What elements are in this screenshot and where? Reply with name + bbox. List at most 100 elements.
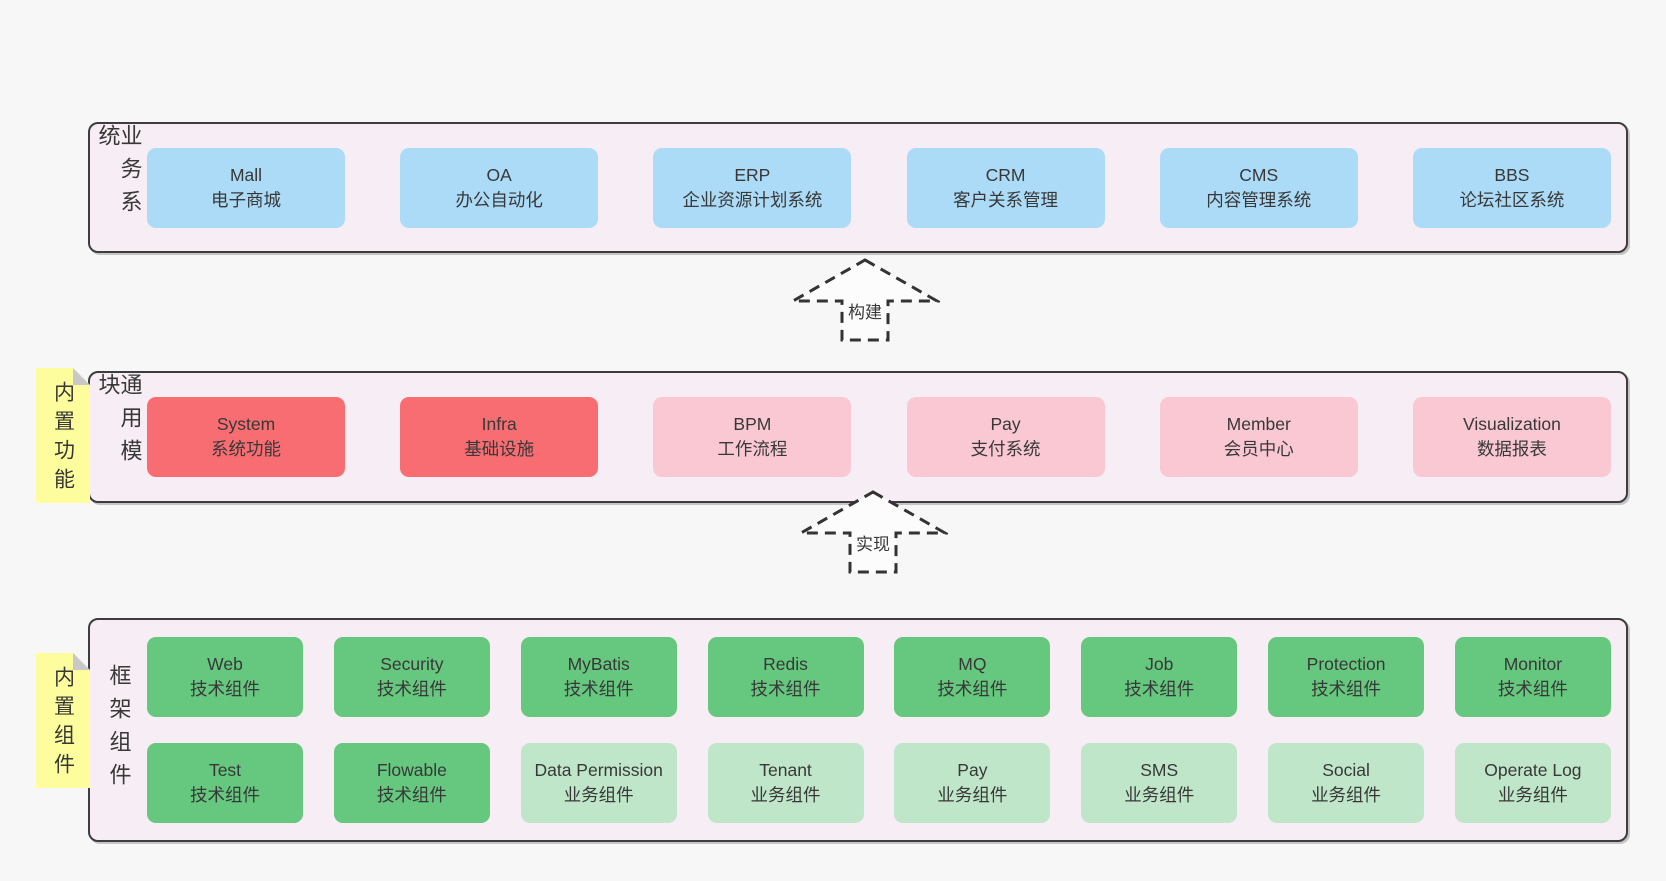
sticky-note-builtin-features: 内置功能 bbox=[36, 368, 90, 503]
component-box-protection: Protection 技术组件 bbox=[1268, 637, 1425, 717]
box-title: BPM bbox=[733, 414, 772, 434]
box-title: CMS bbox=[1239, 164, 1279, 185]
component-box-redis: Redis 技术组件 bbox=[707, 637, 864, 717]
box-subtitle: 技术组件 bbox=[937, 679, 1008, 699]
box-title: Infra bbox=[481, 414, 517, 434]
box-subtitle: 工作流程 bbox=[717, 439, 788, 459]
box-title: Monitor bbox=[1503, 654, 1563, 674]
folded-corner-icon bbox=[73, 368, 90, 385]
box-title: CRM bbox=[985, 164, 1026, 185]
box-subtitle: 技术组件 bbox=[376, 679, 447, 699]
panel-side-label-wrap: 业务系统 bbox=[90, 124, 147, 251]
box-subtitle: 论坛社区系统 bbox=[1459, 189, 1565, 210]
box-title: Pay bbox=[990, 414, 1021, 434]
panel-common-modules: 通用模块 System 系统功能 Infra 基础设施 BPM 工作流程 Pay 支付系统 Me… bbox=[88, 371, 1628, 503]
box-subtitle: 技术组件 bbox=[750, 679, 821, 699]
box-subtitle: 技术组件 bbox=[376, 785, 447, 805]
component-box-bpm: BPM 工作流程 bbox=[653, 397, 852, 477]
component-box-erp: ERP 企业资源计划系统 bbox=[653, 147, 852, 228]
component-box-monitor: Monitor 技术组件 bbox=[1454, 637, 1611, 717]
box-subtitle: 业务组件 bbox=[750, 785, 821, 805]
box-title: Security bbox=[380, 654, 444, 674]
box-title: Protection bbox=[1306, 654, 1386, 674]
panel-side-label: 通用模块 bbox=[95, 373, 143, 472]
box-subtitle: 技术组件 bbox=[563, 679, 634, 699]
component-box-system: System 系统功能 bbox=[147, 397, 345, 477]
arrow-label: 构建 bbox=[845, 298, 885, 323]
panel-side-label-wrap: 框架组件 bbox=[90, 620, 147, 840]
box-subtitle: 业务组件 bbox=[1497, 785, 1568, 805]
box-title: ERP bbox=[734, 164, 771, 185]
component-box-mq: MQ 技术组件 bbox=[894, 637, 1051, 717]
box-subtitle: 业务组件 bbox=[563, 785, 634, 805]
component-box-sms: SMS 业务组件 bbox=[1081, 743, 1238, 823]
box-title: System bbox=[216, 414, 276, 434]
box-title: Visualization bbox=[1462, 414, 1561, 434]
box-subtitle: 技术组件 bbox=[1124, 679, 1195, 699]
component-box-social: Social 业务组件 bbox=[1268, 743, 1425, 823]
box-title: Data Permission bbox=[534, 760, 663, 780]
box-subtitle: 业务组件 bbox=[1124, 785, 1195, 805]
box-title: Test bbox=[208, 760, 242, 780]
box-subtitle: 技术组件 bbox=[190, 785, 260, 805]
box-title: MyBatis bbox=[567, 654, 630, 674]
component-box-crm: CRM 客户关系管理 bbox=[906, 147, 1105, 228]
box-title: Tenant bbox=[759, 760, 812, 780]
component-box-test: Test 技术组件 bbox=[147, 743, 303, 823]
box-subtitle: 客户关系管理 bbox=[953, 189, 1059, 210]
component-box-oa: OA 办公自动化 bbox=[400, 147, 599, 228]
sticky-note-builtin-components: 内置组件 bbox=[36, 653, 90, 788]
box-title: BBS bbox=[1494, 164, 1530, 185]
box-subtitle: 内容管理系统 bbox=[1206, 189, 1312, 210]
box-subtitle: 办公自动化 bbox=[455, 189, 543, 210]
box-title: Web bbox=[207, 654, 243, 674]
component-box-pay: Pay 业务组件 bbox=[894, 743, 1051, 823]
box-title: Member bbox=[1226, 414, 1291, 434]
component-box-operate-log: Operate Log 业务组件 bbox=[1454, 743, 1611, 823]
box-title: Flowable bbox=[376, 760, 447, 780]
arrow-label: 实现 bbox=[853, 530, 893, 555]
box-subtitle: 企业资源计划系统 bbox=[682, 189, 823, 210]
component-box-flowable: Flowable 技术组件 bbox=[333, 743, 490, 823]
box-subtitle: 业务组件 bbox=[937, 785, 1008, 805]
box-subtitle: 技术组件 bbox=[190, 679, 260, 699]
box-subtitle: 业务组件 bbox=[1311, 785, 1382, 805]
component-box-data-permission: Data Permission 业务组件 bbox=[520, 743, 677, 823]
sticky-label: 内置组件 bbox=[51, 665, 75, 782]
box-subtitle: 电子商城 bbox=[211, 189, 281, 210]
panel-side-label: 框架组件 bbox=[106, 664, 132, 796]
component-box-cms: CMS 内容管理系统 bbox=[1159, 147, 1358, 228]
box-title: Operate Log bbox=[1484, 760, 1582, 780]
box-title: Redis bbox=[763, 654, 808, 674]
box-title: SMS bbox=[1140, 760, 1179, 780]
box-title: OA bbox=[486, 164, 512, 185]
component-box-pay: Pay 支付系统 bbox=[906, 397, 1105, 477]
box-subtitle: 系统功能 bbox=[211, 439, 281, 459]
box-title: Pay bbox=[957, 760, 988, 780]
box-subtitle: 支付系统 bbox=[970, 439, 1041, 459]
component-box-security: Security 技术组件 bbox=[333, 637, 490, 717]
box-subtitle: 基础设施 bbox=[464, 439, 535, 459]
box-title: MQ bbox=[958, 654, 987, 674]
component-box-tenant: Tenant 业务组件 bbox=[707, 743, 864, 823]
box-subtitle: 技术组件 bbox=[1311, 679, 1382, 699]
component-box-infra: Infra 基础设施 bbox=[400, 397, 599, 477]
box-subtitle: 技术组件 bbox=[1497, 679, 1568, 699]
box-title: Social bbox=[1322, 760, 1370, 780]
panel-side-label-wrap: 通用模块 bbox=[90, 373, 147, 501]
component-box-web: Web 技术组件 bbox=[147, 637, 303, 717]
